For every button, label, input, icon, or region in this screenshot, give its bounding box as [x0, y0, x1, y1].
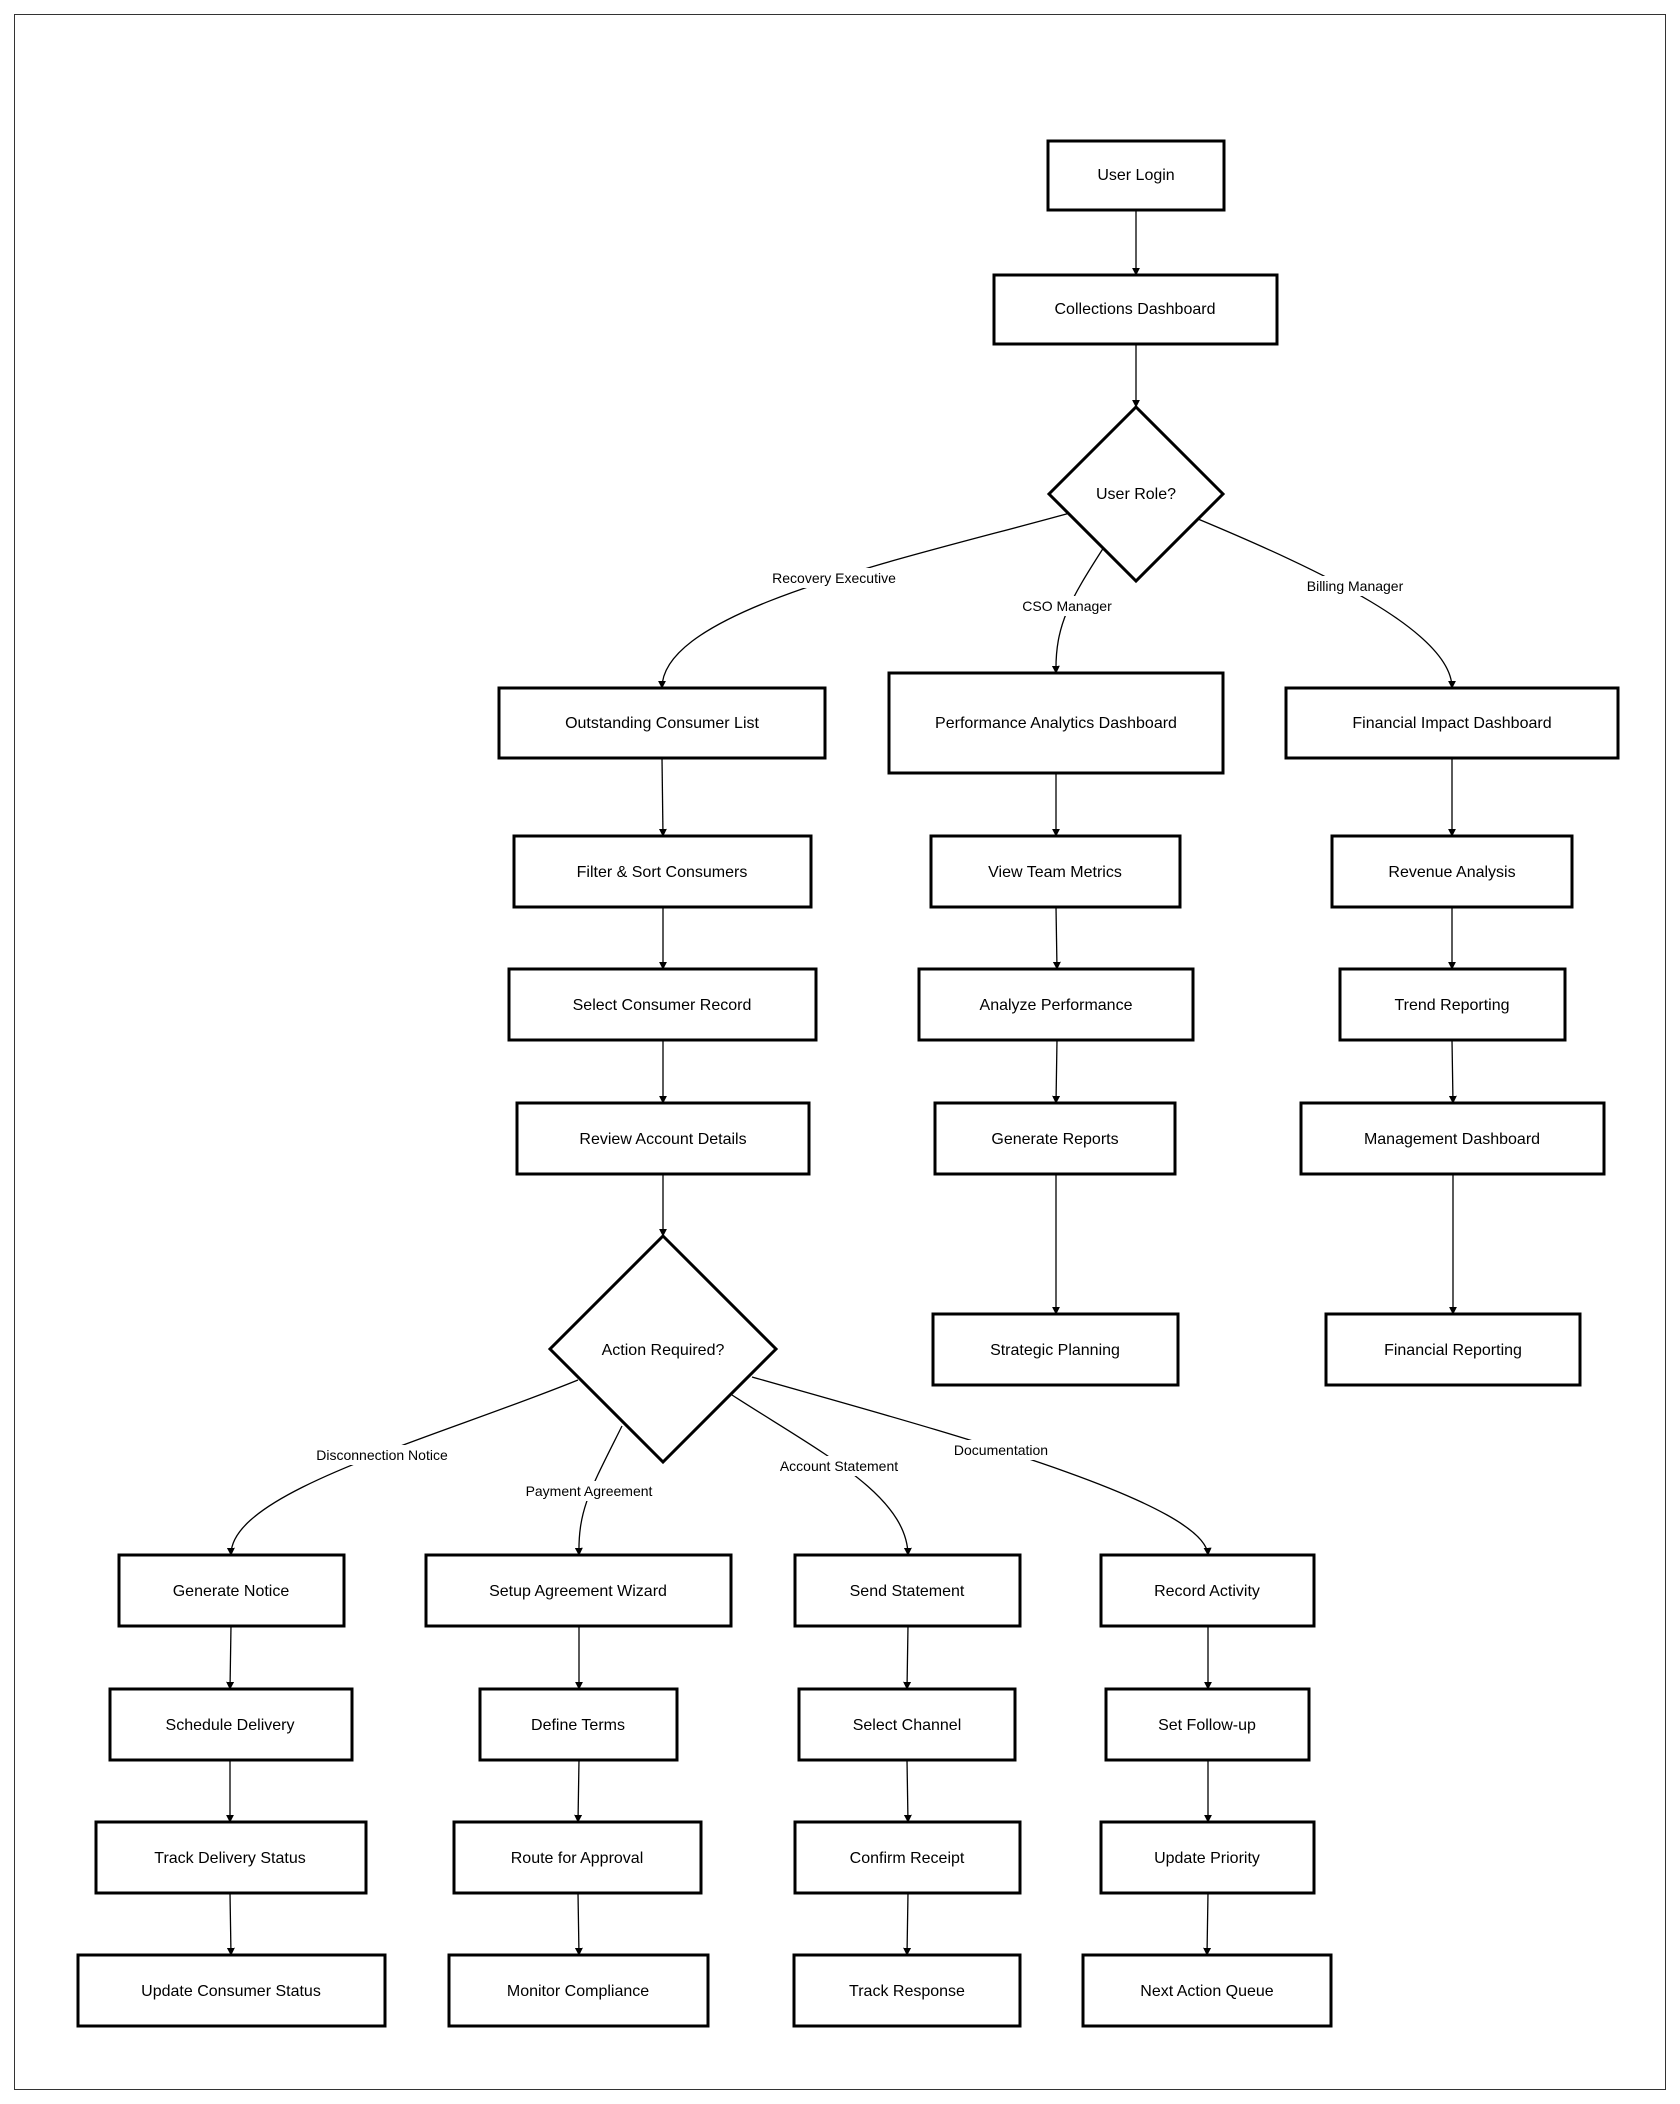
node-outstanding-consumer-list: Outstanding Consumer List: [497, 686, 827, 760]
node-set-follow-up: Set Follow-up: [1104, 1687, 1311, 1762]
svg-text:Management Dashboard: Management Dashboard: [1364, 1131, 1540, 1148]
edge-notice-schedule: [226, 1625, 235, 1690]
node-next-action-queue: Next Action Queue: [1081, 1953, 1333, 2028]
edge-label-disconnection-notice: Disconnection Notice: [316, 1447, 448, 1463]
svg-text:Analyze Performance: Analyze Performance: [980, 997, 1133, 1014]
edge-labels: Recovery Executive CSO Manager Billing M…: [306, 568, 1410, 1501]
svg-text:Review Account Details: Review Account Details: [579, 1131, 746, 1148]
svg-text:Strategic Planning: Strategic Planning: [990, 1342, 1120, 1359]
node-review-account-details: Review Account Details: [515, 1101, 811, 1176]
svg-text:Send Statement: Send Statement: [850, 1583, 965, 1600]
edge-analyze-reports: [1052, 1039, 1061, 1104]
svg-text:Action Required?: Action Required?: [602, 1342, 725, 1359]
svg-text:Set Follow-up: Set Follow-up: [1158, 1717, 1256, 1734]
svg-text:Record Activity: Record Activity: [1154, 1583, 1260, 1600]
node-update-priority: Update Priority: [1099, 1820, 1316, 1895]
svg-text:Select Channel: Select Channel: [853, 1717, 962, 1734]
svg-text:Route for Approval: Route for Approval: [511, 1850, 644, 1867]
node-select-channel: Select Channel: [797, 1687, 1017, 1762]
node-setup-agreement-wizard: Setup Agreement Wizard: [424, 1553, 733, 1628]
node-generate-notice: Generate Notice: [117, 1553, 346, 1628]
svg-text:Generate Notice: Generate Notice: [173, 1583, 290, 1600]
diagram-frame: [14, 14, 1666, 2090]
node-user-login: User Login: [1046, 139, 1226, 212]
svg-text:Confirm Receipt: Confirm Receipt: [850, 1850, 965, 1867]
edge-priority-queue: [1203, 1892, 1212, 1956]
node-financial-impact-dashboard: Financial Impact Dashboard: [1284, 686, 1620, 760]
node-update-consumer-status: Update Consumer Status: [76, 1953, 387, 2028]
node-record-activity: Record Activity: [1099, 1553, 1316, 1628]
edge-action-notice: [226, 1379, 579, 1556]
svg-text:Revenue Analysis: Revenue Analysis: [1388, 864, 1515, 881]
svg-text:Schedule Delivery: Schedule Delivery: [166, 1717, 295, 1734]
node-confirm-receipt: Confirm Receipt: [793, 1820, 1022, 1895]
svg-text:Generate Reports: Generate Reports: [991, 1131, 1118, 1148]
node-filter-sort-consumers: Filter & Sort Consumers: [512, 834, 813, 909]
node-view-team-metrics: View Team Metrics: [929, 834, 1182, 909]
svg-text:Update Priority: Update Priority: [1154, 1850, 1260, 1867]
edge-label-cso-manager: CSO Manager: [1022, 598, 1112, 614]
svg-text:Setup Agreement Wizard: Setup Agreement Wizard: [489, 1583, 667, 1600]
edge-confirm-trackresp: [903, 1892, 912, 1956]
edge-label-payment-agreement: Payment Agreement: [526, 1483, 653, 1499]
edge-label-documentation: Documentation: [954, 1442, 1048, 1458]
svg-text:Trend Reporting: Trend Reporting: [1394, 997, 1509, 1014]
edge-trend-mgmt: [1448, 1039, 1457, 1104]
svg-text:Next Action Queue: Next Action Queue: [1140, 1983, 1274, 2000]
svg-text:User Login: User Login: [1097, 167, 1174, 184]
edge-channel-confirm: [903, 1759, 912, 1823]
decision-user-role: User Role?: [1046, 404, 1226, 584]
svg-text:Track Response: Track Response: [849, 1983, 965, 2000]
node-analyze-performance: Analyze Performance: [917, 967, 1195, 1042]
edge-route-monitor: [574, 1892, 583, 1956]
node-track-response: Track Response: [792, 1953, 1022, 2028]
edge-define-route: [574, 1759, 583, 1823]
edge-role-financial: [1197, 518, 1456, 689]
node-track-delivery-status: Track Delivery Status: [94, 1820, 368, 1895]
node-trend-reporting: Trend Reporting: [1338, 967, 1567, 1042]
edge-role-outstanding: [658, 512, 1071, 689]
svg-text:Define Terms: Define Terms: [531, 1717, 625, 1734]
svg-text:Select Consumer Record: Select Consumer Record: [573, 997, 752, 1014]
svg-text:User Role?: User Role?: [1096, 486, 1176, 503]
node-define-terms: Define Terms: [478, 1687, 679, 1762]
node-route-for-approval: Route for Approval: [452, 1820, 703, 1895]
edges: [226, 210, 1457, 1956]
svg-text:Collections Dashboard: Collections Dashboard: [1055, 301, 1216, 318]
node-select-consumer-record: Select Consumer Record: [507, 967, 818, 1042]
edge-team-analyze: [1052, 906, 1061, 970]
node-monitor-compliance: Monitor Compliance: [447, 1953, 710, 2028]
svg-text:Financial Impact Dashboard: Financial Impact Dashboard: [1352, 715, 1551, 732]
svg-text:Monitor Compliance: Monitor Compliance: [507, 1983, 649, 2000]
svg-text:Update Consumer Status: Update Consumer Status: [141, 1983, 321, 2000]
svg-text:Financial Reporting: Financial Reporting: [1384, 1342, 1522, 1359]
edge-track-update: [226, 1892, 235, 1956]
decision-action-required: Action Required?: [547, 1233, 779, 1465]
svg-text:Performance Analytics Dashboar: Performance Analytics Dashboard: [935, 715, 1177, 732]
svg-text:Filter & Sort Consumers: Filter & Sort Consumers: [577, 864, 748, 881]
svg-text:View Team Metrics: View Team Metrics: [988, 864, 1122, 881]
node-collections-dashboard: Collections Dashboard: [992, 273, 1279, 346]
edge-label-recovery-executive: Recovery Executive: [772, 570, 896, 586]
svg-text:Track Delivery Status: Track Delivery Status: [154, 1850, 305, 1867]
edge-send-channel: [903, 1625, 912, 1690]
node-management-dashboard: Management Dashboard: [1299, 1101, 1606, 1176]
node-revenue-analysis: Revenue Analysis: [1330, 834, 1574, 909]
edge-outstanding-filter: [658, 757, 667, 837]
edge-label-billing-manager: Billing Manager: [1307, 578, 1404, 594]
nodes: User Login Collections Dashboard User Ro…: [76, 139, 1620, 2028]
edge-action-record: [751, 1376, 1212, 1556]
node-send-statement: Send Statement: [793, 1553, 1022, 1628]
node-performance-analytics-dashboard: Performance Analytics Dashboard: [887, 671, 1225, 775]
node-financial-reporting: Financial Reporting: [1324, 1312, 1582, 1387]
edge-label-account-statement: Account Statement: [780, 1458, 898, 1474]
svg-text:Outstanding Consumer List: Outstanding Consumer List: [565, 715, 759, 732]
node-generate-reports: Generate Reports: [933, 1101, 1177, 1176]
node-strategic-planning: Strategic Planning: [931, 1312, 1180, 1387]
node-schedule-delivery: Schedule Delivery: [108, 1687, 354, 1762]
